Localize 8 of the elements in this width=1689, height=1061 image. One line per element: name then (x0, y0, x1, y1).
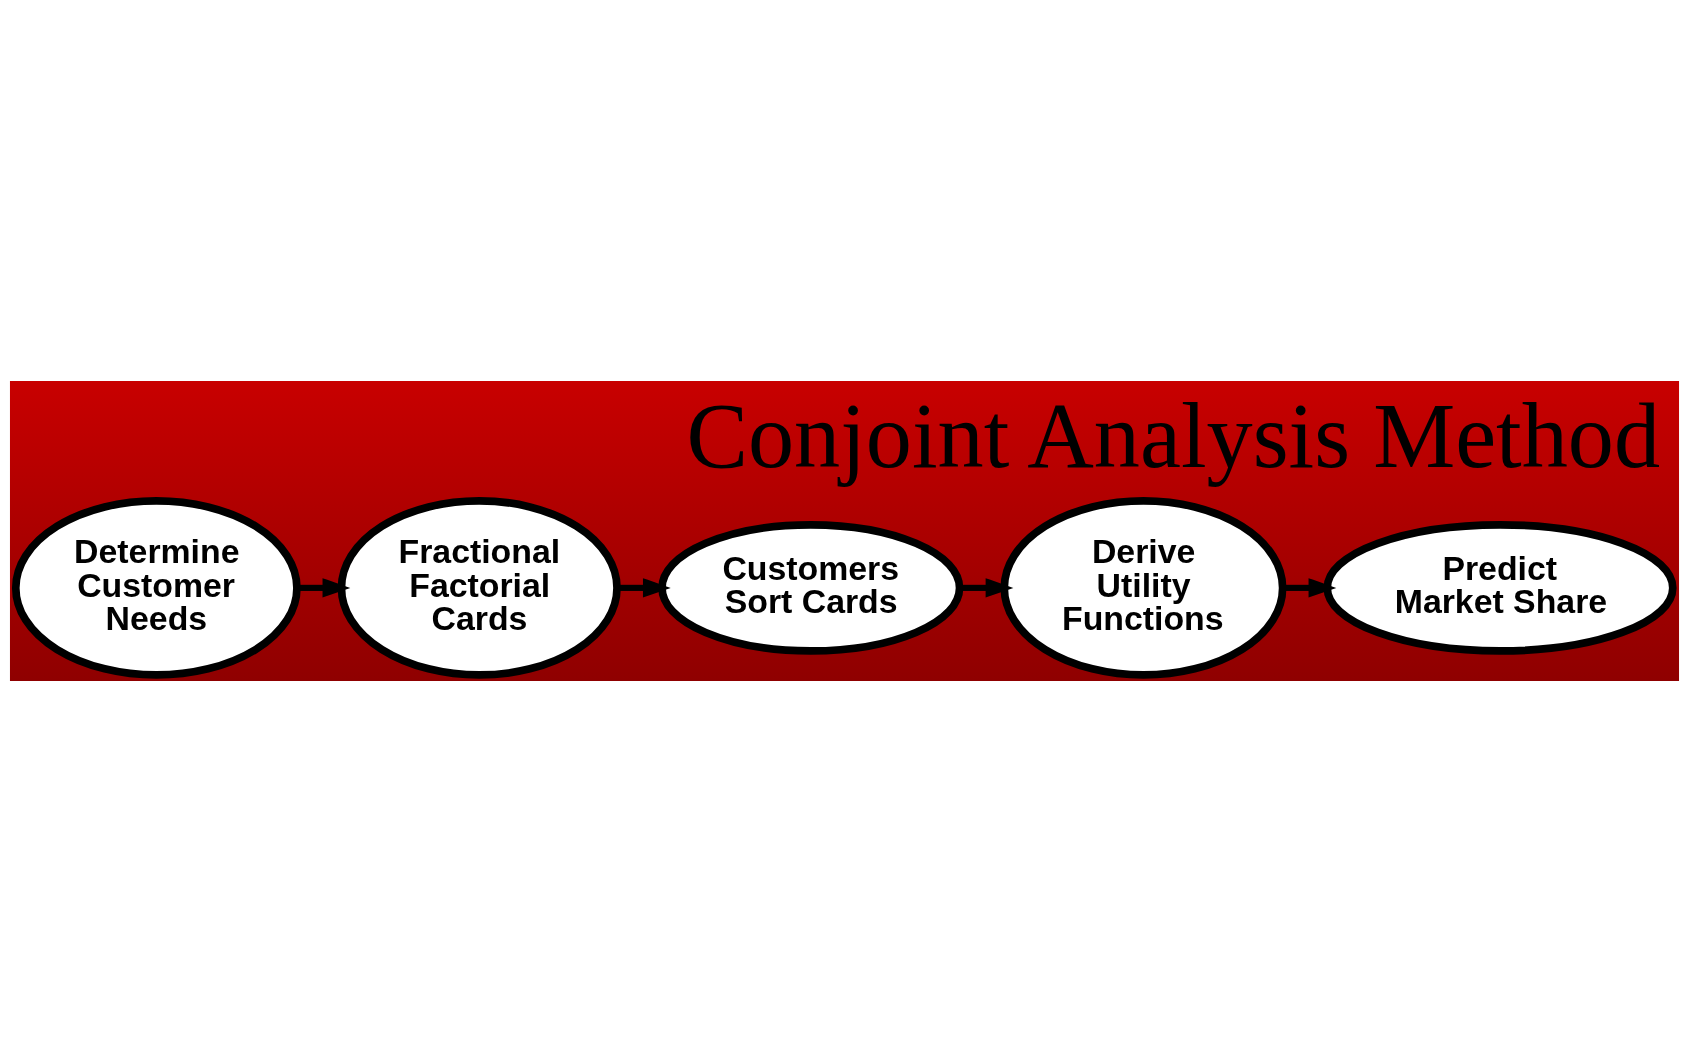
arrow (617, 577, 671, 598)
node-ellipse: Customers Sort Cards (658, 520, 964, 655)
arrow (959, 577, 1014, 598)
node-ellipse: Determine Customer Needs (11, 496, 301, 679)
node-ellipse: Predict Market Share (1323, 520, 1677, 655)
node-ellipse: Fractional Factorial Cards (337, 496, 621, 679)
diagram-title: Conjoint Analysis Method (686, 384, 1661, 487)
node-ellipse: Derive Utility Functions (1000, 496, 1287, 679)
